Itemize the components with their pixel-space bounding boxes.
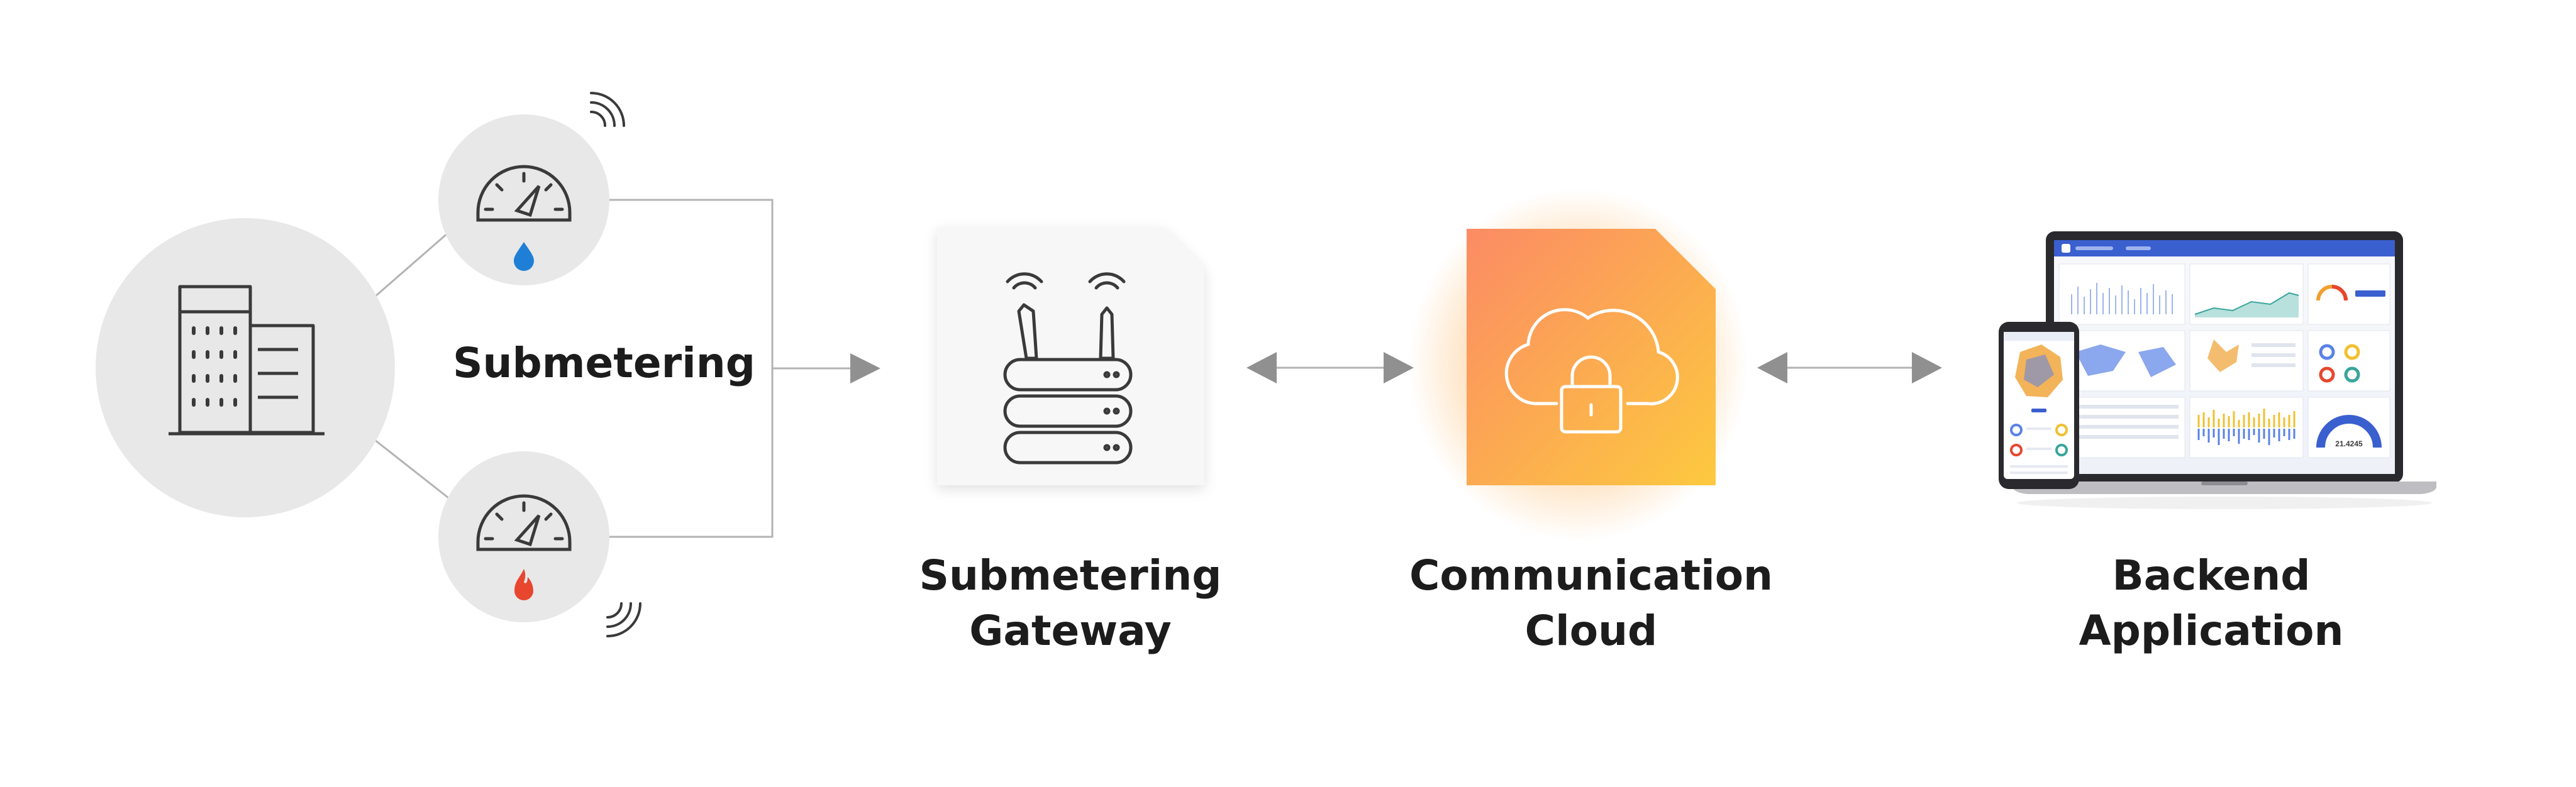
arrow-to-gateway [850,353,880,383]
bidirectional-arrow-cloud-backend [1757,352,1942,383]
gauge-icon [476,165,572,222]
wifi-signal-icon [606,602,641,637]
connector-building-water-meter [374,231,449,298]
backend-label: Backend Application [2023,548,2400,659]
backend-label-line1: Backend [2112,551,2311,600]
water-meter-node [438,114,609,285]
flame-icon [514,569,533,600]
connector-building-gas-meter [374,439,449,499]
cloud-lock-icon [1504,308,1679,434]
router-icon [1003,272,1133,465]
cloud-label-line1: Communication [1409,551,1774,600]
gauge-icon [476,494,572,551]
laptop-phone-icon: 21.4245 [1999,231,2436,509]
cloud-label-line2: Cloud [1524,607,1658,655]
cloud-card [1409,189,1748,541]
meter-bracket [607,199,850,538]
gateway-label-line2: Gateway [969,607,1172,655]
gateway-label-line1: Submetering [919,551,1222,600]
building-icon [169,285,325,436]
backend-label-line2: Application [2079,607,2344,655]
gateway-card [937,228,1204,485]
gateway-label: Submetering Gateway [882,548,1259,659]
submetering-label: Submetering [453,334,756,392]
bidirectional-arrow-gateway-cloud [1246,352,1414,383]
wifi-signal-icon [590,92,625,127]
water-drop-icon [514,242,534,271]
submetering-label-text: Submetering [453,339,756,387]
dashboard-gauge-value: 21.4245 [2335,439,2363,448]
gas-meter-node [438,451,609,622]
cloud-label: Communication Cloud [1371,548,1811,659]
building-node [96,218,395,517]
